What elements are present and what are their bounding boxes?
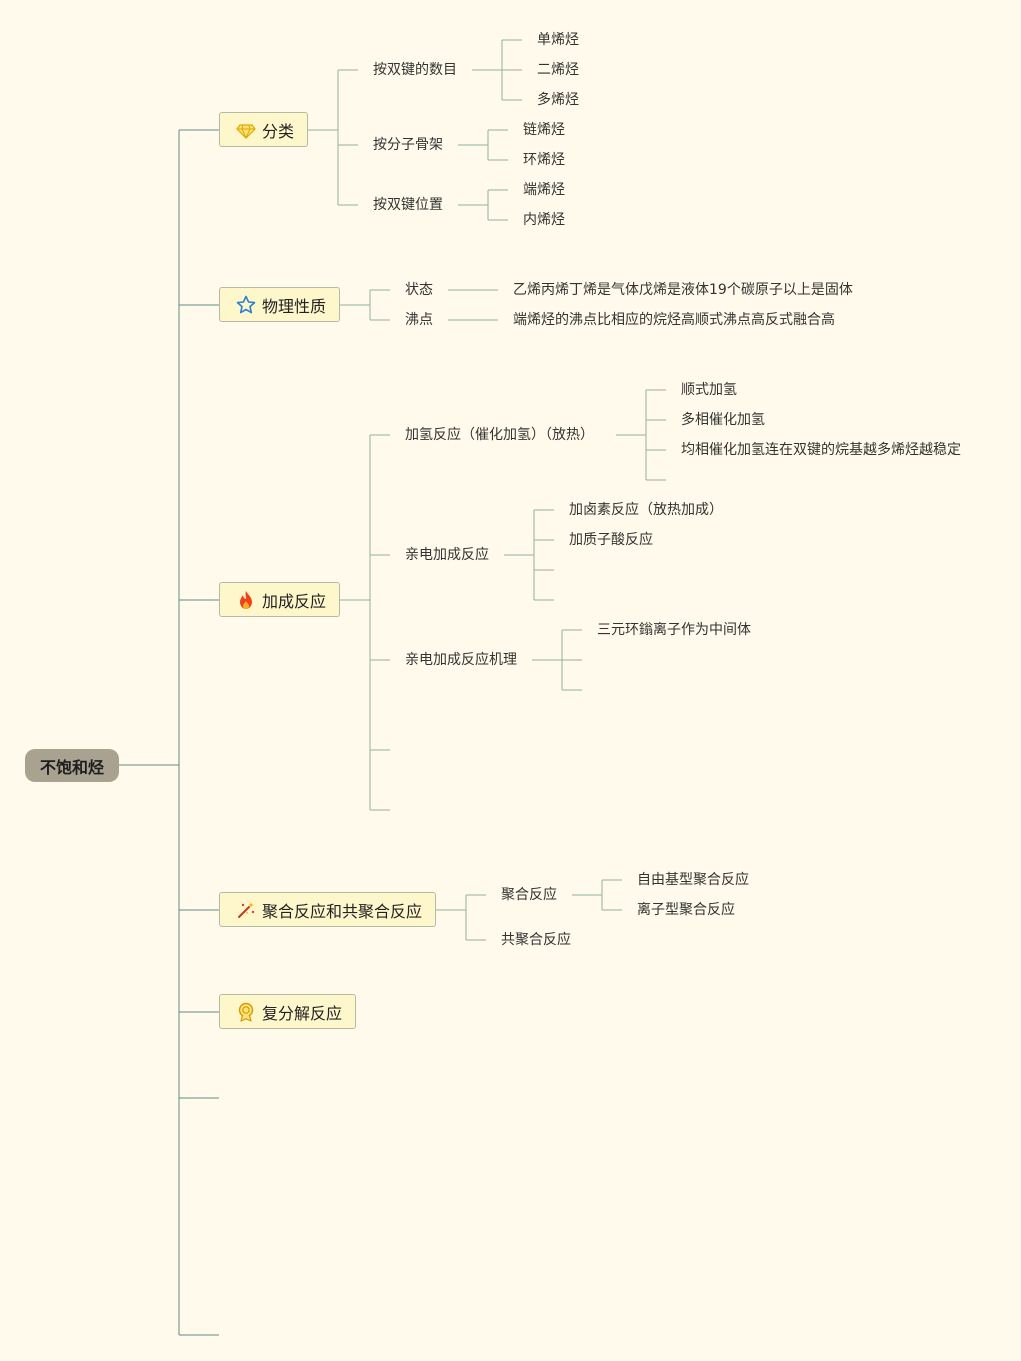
branch-classification[interactable]: 分类 (219, 112, 308, 147)
star-icon (236, 295, 256, 313)
branch-label: 分类 (262, 121, 295, 141)
node-protic-acid-addition[interactable]: 加质子酸反应 (569, 532, 653, 548)
node-halogen-addition[interactable]: 加卤素反应（放热加成） (569, 502, 723, 518)
branch-addition-reaction[interactable]: 加成反应 (219, 582, 340, 617)
node-diene[interactable]: 二烯烃 (537, 62, 579, 78)
node-terminal-alkene[interactable]: 端烯烃 (523, 182, 565, 198)
branch-polymerization[interactable]: 聚合反应和共聚合反应 (219, 892, 436, 927)
node-cyclo-alkene[interactable]: 环烯烃 (523, 152, 565, 168)
node-heterogeneous-hydrogenation[interactable]: 多相催化加氢 (681, 412, 765, 428)
branch-label: 聚合反应和共聚合反应 (262, 901, 423, 921)
node-radical-polymerization[interactable]: 自由基型聚合反应 (637, 872, 749, 888)
node-electrophilic-mechanism[interactable]: 亲电加成反应机理 (405, 652, 517, 668)
branch-label: 加成反应 (262, 591, 327, 611)
node-halonium-intermediate[interactable]: 三元环鎓离子作为中间体 (597, 622, 751, 638)
node-boiling-point[interactable]: 沸点 (405, 312, 433, 328)
branch-physical-properties[interactable]: 物理性质 (219, 287, 340, 322)
gem-icon (236, 123, 256, 139)
node-state-detail[interactable]: 乙烯丙烯丁烯是气体戊烯是液体19个碳原子以上是固体 (513, 282, 853, 298)
node-cis-hydrogenation[interactable]: 顺式加氢 (681, 382, 737, 398)
node-ionic-polymerization[interactable]: 离子型聚合反应 (637, 902, 735, 918)
node-copolymerization[interactable]: 共聚合反应 (501, 932, 571, 948)
node-hydrogenation[interactable]: 加氢反应（催化加氢）（放热） (405, 427, 594, 443)
node-homogeneous-hydrogenation[interactable]: 均相催化加氢连在双键的烷基越多烯烃越稳定 (681, 442, 961, 458)
node-polymerization[interactable]: 聚合反应 (501, 887, 557, 903)
node-internal-alkene[interactable]: 内烯烃 (523, 212, 565, 228)
node-chain-alkene[interactable]: 链烯烃 (523, 122, 565, 138)
branch-label: 物理性质 (262, 296, 327, 316)
magic-wand-icon (238, 901, 255, 918)
medal-icon (238, 1002, 254, 1022)
branch-metathesis[interactable]: 复分解反应 (219, 994, 356, 1029)
node-by-double-bond-count[interactable]: 按双键的数目 (373, 62, 457, 78)
node-polyene[interactable]: 多烯烃 (537, 92, 579, 108)
node-state[interactable]: 状态 (405, 282, 433, 298)
root-label: 不饱和烃 (39, 757, 104, 777)
node-by-skeleton[interactable]: 按分子骨架 (373, 137, 443, 153)
node-boiling-point-detail[interactable]: 端烯烃的沸点比相应的烷烃高顺式沸点高反式融合高 (513, 312, 835, 328)
branch-label: 复分解反应 (262, 1003, 343, 1023)
root-node[interactable]: 不饱和烃 (25, 749, 119, 782)
node-mono-alkene[interactable]: 单烯烃 (537, 32, 579, 48)
node-electrophilic-addition[interactable]: 亲电加成反应 (405, 547, 489, 563)
node-by-double-bond-position[interactable]: 按双键位置 (373, 197, 443, 213)
fire-icon (240, 590, 252, 609)
